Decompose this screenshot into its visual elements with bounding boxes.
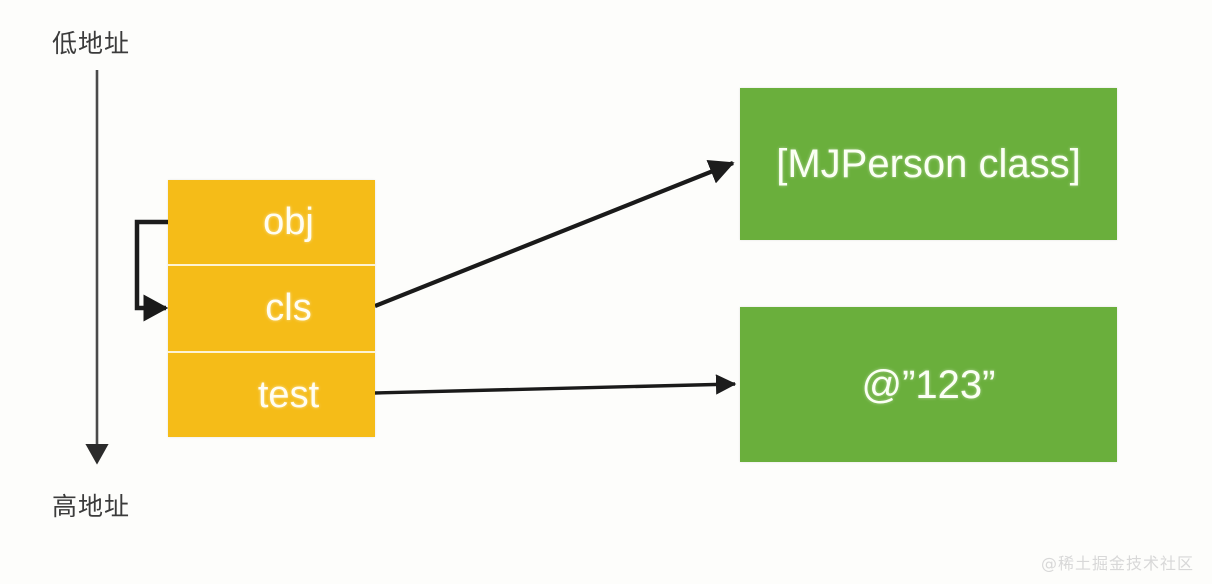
stack-cell-obj-label: obj <box>263 201 314 244</box>
stack-cell-obj[interactable]: obj <box>168 180 375 265</box>
class-object-label: [MJPerson class] <box>776 142 1081 186</box>
stack-cell-test-label: test <box>257 373 320 416</box>
cls-to-class-arrow <box>374 160 735 308</box>
test-to-string-arrow <box>373 374 737 395</box>
stack-cell-test[interactable]: test <box>168 350 375 437</box>
stack-frame: obj cls test <box>168 180 375 437</box>
watermark: @稀土掘金技术社区 <box>1040 554 1194 573</box>
class-object-box[interactable]: [MJPerson class] <box>740 88 1117 240</box>
stack-cell-cls-label: cls <box>265 287 312 330</box>
stack-cell-cls[interactable]: cls <box>168 264 375 351</box>
string-object-label: @”123” <box>861 362 996 407</box>
high-address-label: 高地址 <box>52 492 131 521</box>
string-object-box[interactable]: @”123” <box>740 307 1117 462</box>
low-address-label: 低地址 <box>52 29 131 58</box>
obj-to-cls-arrow <box>134 219 172 322</box>
